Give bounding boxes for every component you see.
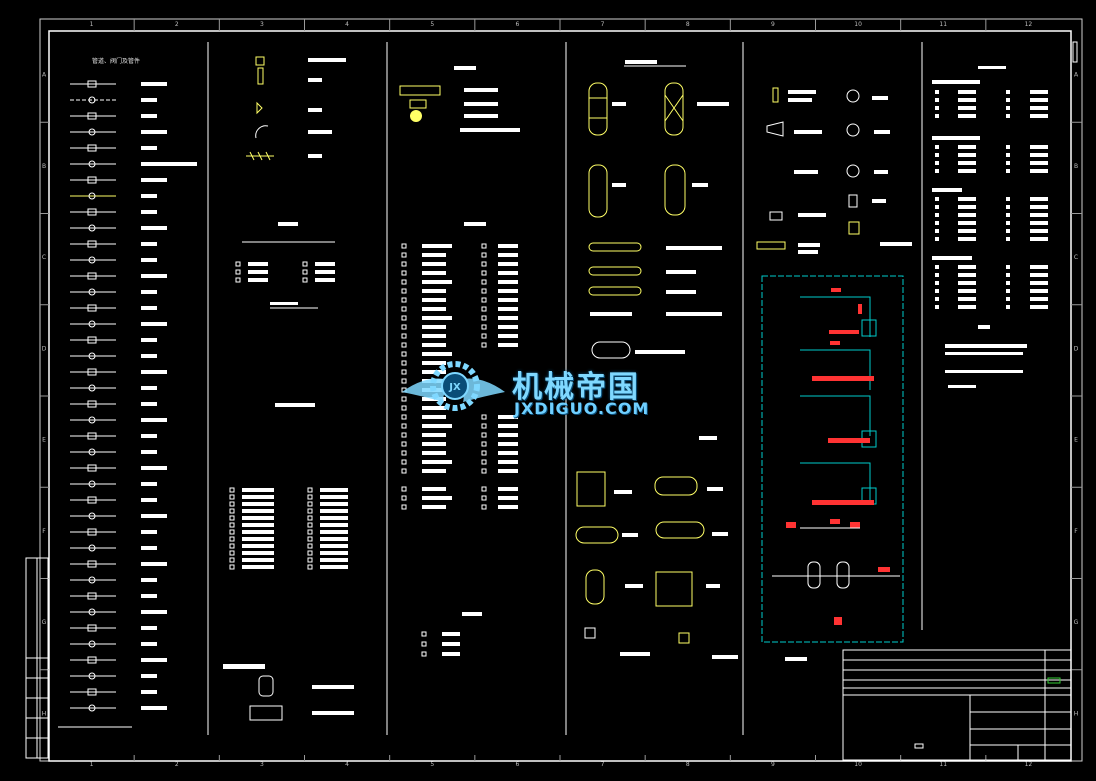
column-number: 1 bbox=[90, 21, 94, 28]
row-letter: E bbox=[42, 437, 46, 444]
process-diagram-box bbox=[761, 275, 904, 643]
column-number: 12 bbox=[1025, 21, 1033, 28]
row-letter: B bbox=[42, 163, 46, 170]
column-number: 8 bbox=[686, 761, 690, 768]
row-letter: G bbox=[42, 619, 47, 626]
column-number: 2 bbox=[175, 21, 179, 28]
column-number: 5 bbox=[430, 761, 434, 768]
ruler-ticks bbox=[40, 19, 1082, 761]
row-letter: F bbox=[42, 528, 46, 535]
row-letter: H bbox=[1074, 710, 1079, 717]
column-number: 8 bbox=[686, 21, 690, 28]
row-letter: C bbox=[42, 254, 46, 261]
column-number: 6 bbox=[516, 761, 520, 768]
row-letter: C bbox=[1074, 254, 1078, 261]
row-letter: F bbox=[1074, 528, 1078, 535]
column-number: 5 bbox=[430, 21, 434, 28]
column-number: 11 bbox=[939, 761, 947, 768]
symbol-table bbox=[932, 80, 1048, 388]
watermark-chinese: 机械帝国 bbox=[512, 370, 640, 405]
column-number: 3 bbox=[260, 21, 264, 28]
revision-strip bbox=[25, 557, 49, 759]
column-number: 4 bbox=[345, 21, 349, 28]
column-number: 10 bbox=[854, 21, 862, 28]
column-number: 11 bbox=[939, 21, 947, 28]
column-number: 6 bbox=[516, 21, 520, 28]
row-letter: B bbox=[1074, 163, 1078, 170]
column-number: 10 bbox=[854, 761, 862, 768]
column-separators bbox=[207, 42, 923, 735]
fitting-legend bbox=[223, 56, 354, 721]
watermark-url: JXDIGUO.COM bbox=[514, 399, 650, 418]
column-number: 1 bbox=[90, 761, 94, 768]
column-number: 7 bbox=[601, 21, 605, 28]
column-number: 9 bbox=[771, 21, 775, 28]
column-number: 2 bbox=[175, 761, 179, 768]
pipe-symbol-legend bbox=[58, 80, 197, 728]
watermark-emblem bbox=[402, 361, 505, 411]
column-number: 7 bbox=[601, 761, 605, 768]
instrument-legend bbox=[399, 66, 520, 657]
column-number: 4 bbox=[345, 761, 349, 768]
row-letter: D bbox=[42, 345, 47, 352]
column-number: 3 bbox=[260, 761, 264, 768]
equipment-legend bbox=[575, 60, 738, 659]
sheet-marker bbox=[1072, 41, 1078, 63]
watermark-badge: JX bbox=[448, 382, 461, 393]
row-letter: H bbox=[42, 710, 47, 717]
row-letter: D bbox=[1074, 345, 1079, 352]
row-letter: G bbox=[1074, 619, 1079, 626]
row-letter: E bbox=[1074, 437, 1078, 444]
pump-legend bbox=[756, 66, 1006, 661]
section-heading: 管道、阀门及管件 bbox=[92, 58, 141, 65]
column-number: 9 bbox=[771, 761, 775, 768]
row-letter: A bbox=[1074, 72, 1079, 79]
row-letter: A bbox=[42, 72, 47, 79]
title-block bbox=[842, 649, 1072, 761]
column-number: 12 bbox=[1025, 761, 1033, 768]
